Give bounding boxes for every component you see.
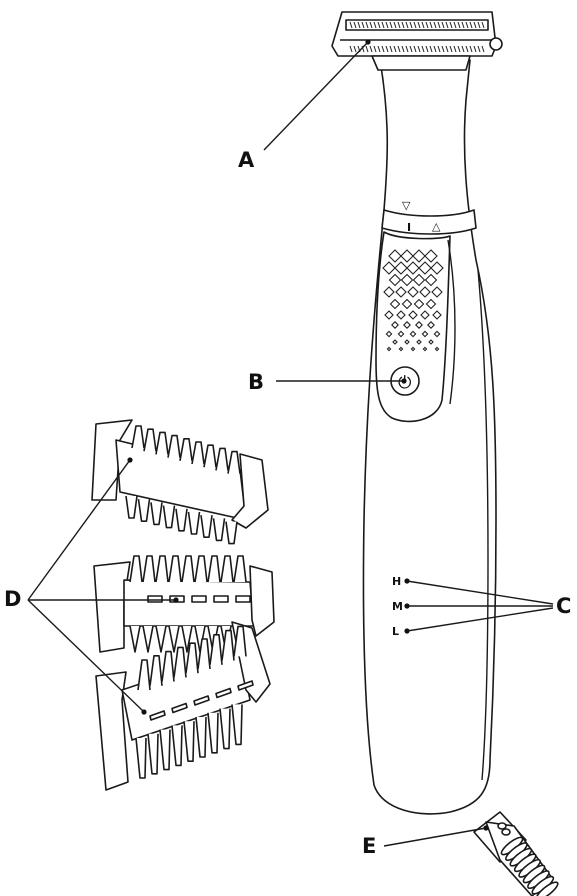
grip-diamond xyxy=(435,347,438,350)
callout-d: D xyxy=(4,587,21,611)
comb-tooth xyxy=(208,713,218,753)
comb-tooth xyxy=(189,512,200,534)
comb-tooth xyxy=(132,426,144,448)
comb-tooth xyxy=(182,556,194,582)
comb-tooth xyxy=(232,704,242,744)
handle-outline xyxy=(363,60,496,814)
comb-tooth xyxy=(226,522,237,544)
comb-tooth xyxy=(220,709,230,749)
comb-tooth xyxy=(221,556,233,582)
comb-tooth xyxy=(156,556,168,582)
callout-a: A xyxy=(238,148,255,172)
comb-tooth xyxy=(174,647,186,677)
comb-tooth xyxy=(130,556,142,582)
comb-tooth xyxy=(196,717,206,757)
comb-tooth xyxy=(195,556,207,582)
grip-diamond xyxy=(411,347,414,350)
comb-tooth xyxy=(180,439,192,461)
comb-tooth xyxy=(234,556,246,582)
comb-tooth xyxy=(172,725,182,765)
comb-tooth xyxy=(148,734,158,774)
comb-tooth xyxy=(208,556,220,582)
comb-tooth xyxy=(144,429,156,451)
comb-slot xyxy=(214,596,228,602)
lock-icon: ▽ xyxy=(402,199,411,212)
comb-tooth xyxy=(214,518,225,540)
divider-mark: I xyxy=(407,221,411,234)
comb-tooth xyxy=(143,626,153,652)
grip-diamond xyxy=(423,347,426,350)
comb-tooth xyxy=(139,499,150,521)
comb-tooth xyxy=(130,626,140,652)
comb-tooth xyxy=(169,556,181,582)
comb-top xyxy=(92,420,268,544)
comb-tooth xyxy=(126,496,137,518)
length-mark-low: L xyxy=(392,625,399,638)
comb-tooth xyxy=(136,738,146,778)
comb-tooth xyxy=(176,509,187,531)
comb-tooth xyxy=(216,448,228,470)
comb-tooth xyxy=(150,656,162,686)
callout-e: E xyxy=(362,834,376,858)
comb-slot xyxy=(192,596,206,602)
comb-tooth xyxy=(184,721,194,761)
charger-plug xyxy=(474,812,560,896)
length-mark-high: H xyxy=(392,575,401,588)
comb-tooth xyxy=(192,442,204,464)
comb-tooth xyxy=(160,730,170,770)
callout-b: B xyxy=(248,370,264,394)
trimmer-body xyxy=(363,60,496,814)
grip-diamond xyxy=(387,347,390,350)
comb-tooth xyxy=(164,506,175,528)
callout-c: C xyxy=(556,594,571,618)
comb-tooth xyxy=(143,556,155,582)
comb-tooth xyxy=(162,652,174,682)
comb-tooth xyxy=(201,515,212,537)
comb-tooth xyxy=(168,436,180,458)
unlock-icon: △ xyxy=(432,220,441,233)
cutting-head xyxy=(332,12,502,70)
comb-tooth xyxy=(204,445,216,467)
comb-tooth xyxy=(156,626,166,652)
comb-slot xyxy=(148,596,162,602)
comb-tooth xyxy=(151,502,162,524)
grip-diamond xyxy=(399,347,402,350)
comb-tooth xyxy=(156,432,168,454)
length-mark-medium: M xyxy=(392,600,403,613)
comb-slot xyxy=(236,596,250,602)
comb-tooth xyxy=(228,452,240,474)
comb-tooth xyxy=(138,660,150,690)
